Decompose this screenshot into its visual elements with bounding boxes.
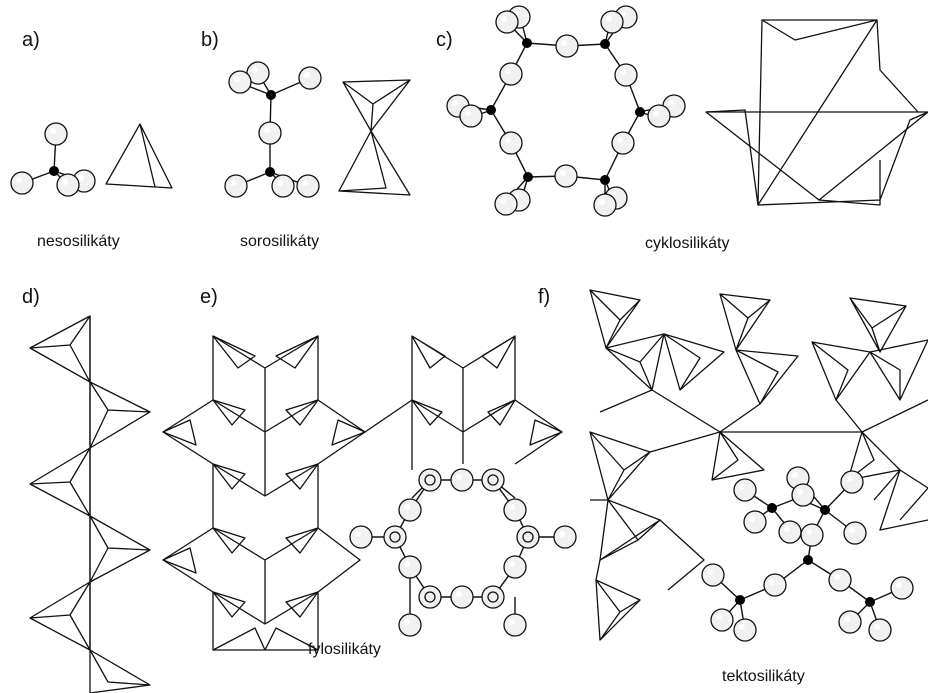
sio4-tetrahedron [105,123,173,189]
silicon-atom [635,107,645,117]
silicon-atom [600,39,610,49]
oxygen-atom [398,613,422,637]
oxygen-atom [763,573,787,597]
hydroxyl-site [418,585,442,609]
silicon-atom [865,597,875,607]
oxygen-atom [228,70,252,94]
six-ring-tetrahedra [705,19,928,206]
oxygen-atom [593,193,617,217]
oxygen-atom [503,613,527,637]
oxygen-atom [778,520,802,544]
silicon-atom [522,38,532,48]
si2o7-ball-stick-model [224,61,322,198]
caption-cyclosilicates: cyklosilikáty [645,235,729,252]
panel-d-chain: d) [22,286,151,693]
hydroxyl-site [481,468,505,492]
panel-a-letter: a) [22,29,40,51]
oxygen-atom [838,610,862,634]
oxygen-atom [868,618,892,642]
oxygen-atom [398,498,422,522]
oxygen-atom [298,66,322,90]
silicon-atom [803,555,813,565]
hydroxyl-site [516,525,540,549]
oxygen-atom [398,555,422,579]
silicon-atom [265,167,275,177]
oxygen-atom [224,174,248,198]
oxygen-atom [44,122,68,146]
octahedral-ball-stick-model [349,468,577,637]
panel-d-letter: d) [22,286,40,308]
oxygen-atom [10,171,34,195]
silicon-atom [735,595,745,605]
panel-a-nesosilicates: a) nesosilikáty [10,29,173,250]
caption-tectosilicates: tektosilikáty [722,668,805,685]
oxygen-atom [450,468,474,492]
oxygen-atom [499,62,523,86]
oxygen-atom [840,470,864,494]
oxygen-atom [843,521,867,545]
silicon-atom [820,505,830,515]
panel-f-tectosilicates: f) [538,286,928,685]
panel-f-letter: f) [538,286,550,308]
double-tetrahedron [338,79,411,196]
caption-sorosilicates: sorosilikáty [240,233,319,250]
oxygen-atom [349,525,373,549]
hydroxyl-site [481,585,505,609]
oxygen-atom [600,10,624,34]
silicon-atom [523,172,533,182]
oxygen-atom [791,483,815,507]
oxygen-atom [890,576,914,600]
oxygen-atom [828,568,852,592]
silicon-atom [767,503,777,513]
hydroxyl-site [418,468,442,492]
six-ring-ball-stick-model [446,5,686,217]
oxygen-atom [554,164,578,188]
panel-e-phyllosilicates: e) fylos [162,286,577,658]
oxygen-atom [743,510,767,534]
hydroxyl-site [383,525,407,549]
caption-phyllosilicates: fylosilikáty [308,641,381,658]
oxygen-atom [296,174,320,198]
oxygen-atom [56,173,80,197]
panel-b-sorosilicates: b) sorosilikáty [201,29,411,250]
oxygen-atom [614,63,638,87]
silicon-atom [266,90,276,100]
panel-b-letter: b) [201,29,219,51]
caption-nesosilicates: nesosilikáty [37,233,120,250]
framework-tetrahedra [589,289,928,641]
panel-e-letter: e) [200,286,218,308]
oxygen-atom [450,585,474,609]
tetrahedra-chain [29,315,151,693]
oxygen-atom [553,525,577,549]
oxygen-atom [733,618,757,642]
oxygen-atom [701,563,725,587]
silicon-atom [486,105,496,115]
oxygen-atom [459,104,483,128]
oxygen-atom [494,192,518,216]
panel-c-cyclosilicates: c) [436,5,928,252]
sheet-tetrahedra [162,335,563,651]
panel-c-letter: c) [436,29,453,51]
oxygen-atom [733,478,757,502]
oxygen-atom [503,555,527,579]
oxygen-atom [499,131,523,155]
framework-ball-stick-model [701,466,914,642]
oxygen-atom [555,34,579,58]
oxygen-atom [647,104,671,128]
silicon-atom [600,175,610,185]
oxygen-atom [503,498,527,522]
sio4-ball-stick-model [10,122,96,197]
oxygen-atom [611,131,635,155]
oxygen-atom [258,121,282,145]
oxygen-atom [800,523,824,547]
silicon-atom [49,166,59,176]
oxygen-atom [495,10,519,34]
oxygen-atom [710,608,734,632]
oxygen-atom [271,174,295,198]
